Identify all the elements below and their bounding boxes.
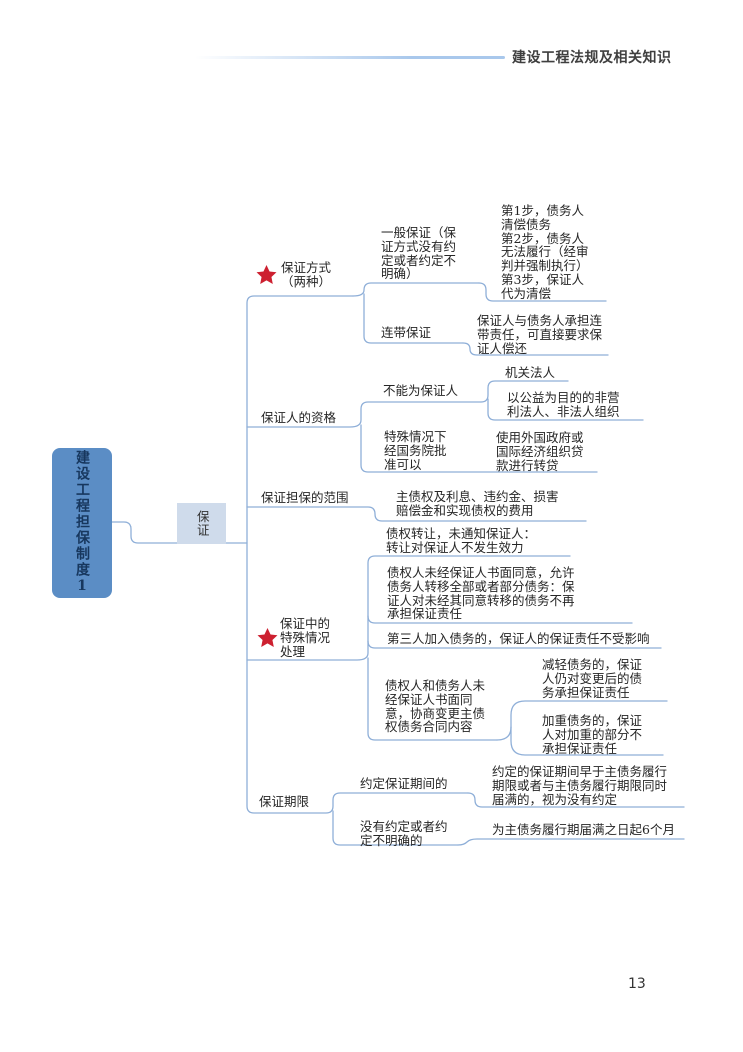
node-debt-transfer-without-consent: 债权人未经保证人书面同意，允许债务人转移全部或者部分债务：保证人对未经其同意转移… [387, 565, 575, 622]
page-number: 13 [628, 976, 646, 992]
node-general-guarantee-steps: 第1步，债务人清偿债务 第2步，债务人无法履行（经审判并强制执行） 第3步，保证… [501, 203, 589, 301]
node-no-agreement: 没有约定或者约定不明确的 [360, 819, 448, 848]
node-increased-debt: 加重债务的，保证人对加重的部分不承担保证责任 [542, 713, 643, 756]
star-icon [256, 264, 277, 285]
header-divider-line [195, 56, 505, 59]
node-special-case-approval: 特殊情况下经国务院批准可以 [384, 429, 447, 472]
star-icon [257, 627, 278, 648]
root-node-label: 建设工程担保制度1 [74, 450, 90, 596]
node-general-guarantee: 一般保证（保证方式没有约定或者约定不明确） [381, 225, 457, 282]
branch-guarantee-methods: 保证方式（两种） [281, 260, 332, 289]
node-nonprofit-organizations: 以公益为目的的非营利法人、非法人组织 [507, 390, 620, 419]
node-six-months-rule: 为主债务履行期届满之日起6个月 [492, 822, 675, 837]
branch-guarantee-scope: 保证担保的范围 [261, 490, 349, 505]
node-credit-transfer-no-notice: 债权转让，未通知保证人：转让对保证人不发生效力 [386, 526, 537, 555]
node-reduced-debt: 减轻债务的，保证人仍对变更后的债务承担保证责任 [542, 657, 643, 700]
chapter-title: 建设工程法规及相关知识 [512, 50, 672, 66]
mindmap-root-node: 建设工程担保制度1 [52, 448, 112, 598]
node-government-legal-person: 机关法人 [505, 365, 556, 380]
topic-node-label: 保证 [194, 510, 210, 537]
branch-guarantor-qualification: 保证人的资格 [261, 410, 337, 425]
topic-node-guarantee: 保证 [177, 503, 226, 544]
node-third-party-joining-debt: 第三人加入债务的，保证人的保证责任不受影响 [387, 631, 650, 646]
node-scope-detail: 主债权及利息、违约金、损害赔偿金和实现债权的费用 [396, 489, 559, 518]
node-joint-guarantee-detail: 保证人与债务人承担连带责任，可直接要求保证人偿还 [477, 313, 603, 356]
branch-guarantee-period: 保证期限 [259, 794, 310, 809]
node-contract-change-without-consent: 债权人和债务人未经保证人书面同意，协商变更主债权债务合同内容 [385, 678, 486, 735]
branch-special-situations: 保证中的特殊情况处理 [280, 616, 331, 659]
node-cannot-be-guarantor: 不能为保证人 [383, 383, 459, 398]
node-agreed-period-rule: 约定的保证期间早于主债务履行期限或者与主债务履行期限同时届满的，视为没有约定 [492, 764, 668, 807]
node-joint-guarantee: 连带保证 [381, 325, 432, 340]
node-foreign-loan-relending: 使用外国政府或国际经济组织贷款进行转贷 [496, 430, 584, 473]
node-agreed-period: 约定保证期间的 [360, 776, 448, 791]
